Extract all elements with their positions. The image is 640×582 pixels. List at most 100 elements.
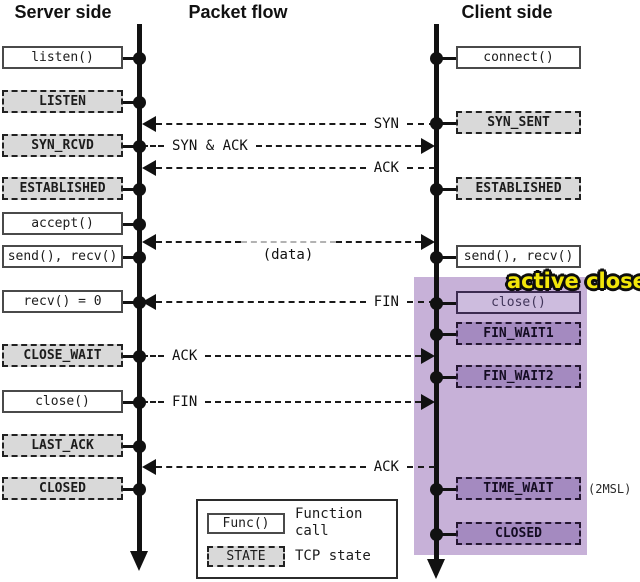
box-connector [120, 355, 140, 358]
timeline-node-dot [133, 439, 146, 453]
server-state-syn-rcvd: SYN_RCVD [2, 134, 123, 157]
server-timeline [137, 24, 142, 552]
client-state-fin-wait2: FIN_WAIT2 [456, 365, 581, 388]
legend: Func() Function call STATE TCP state [196, 499, 398, 579]
packet-arrow-ack-2: ACK [142, 160, 435, 176]
timeline-node-dot [133, 95, 146, 109]
server-func-close: close() [2, 390, 123, 413]
legend-state-sample-box: STATE [207, 546, 285, 567]
packet-label: FIN [373, 294, 399, 310]
timeline-node-dot [133, 482, 146, 496]
timeline-node-dot [133, 295, 146, 309]
timeline-node-dot [133, 139, 146, 153]
box-connector [439, 533, 459, 536]
dash-segment [156, 241, 241, 243]
client-state-fin-wait1: FIN_WAIT1 [456, 322, 581, 345]
dash-segment-faded [241, 241, 336, 243]
client-func-send-recv: send(), recv() [456, 245, 581, 268]
box-connector [120, 488, 140, 491]
box-connector [439, 333, 459, 336]
client-func-close: close() [456, 291, 581, 314]
dash-segment [336, 241, 421, 243]
box-connector [439, 188, 459, 191]
client-state-closed: CLOSED [456, 522, 581, 545]
packet-label: ACK [373, 459, 399, 475]
timeline-node-dot [133, 51, 146, 65]
server-state-last-ack: LAST_ACK [2, 434, 123, 457]
timeline-node-dot [430, 116, 443, 130]
data-packet-label: (data) [262, 247, 314, 263]
timeline-node-dot [430, 250, 443, 264]
box-connector [439, 256, 459, 259]
dash-segment [407, 466, 435, 468]
server-state-listen: LISTEN [2, 90, 123, 113]
server-func-accept: accept() [2, 212, 123, 235]
dash-segment [205, 355, 421, 357]
client-state-established: ESTABLISHED [456, 177, 581, 200]
timeline-node-dot [430, 527, 443, 541]
timeline-node-dot [430, 327, 443, 341]
legend-function-sample-box: Func() [207, 513, 285, 534]
dash-segment [407, 123, 435, 125]
server-column-title: Server side [14, 2, 112, 22]
packet-label: SYN [373, 116, 399, 132]
packet-arrow-fin-6: FIN [142, 394, 435, 410]
box-connector [120, 445, 140, 448]
timeline-node-dot [430, 51, 443, 65]
packet-arrow-ack-7: ACK [142, 459, 435, 475]
client-state-time-wait: TIME_WAIT [456, 477, 581, 500]
timeline-node-dot [430, 182, 443, 196]
packet-flow-column-title: Packet flow [188, 2, 288, 22]
timeline-node-dot [133, 395, 146, 409]
client-timeline [434, 24, 439, 560]
dash-segment [156, 167, 366, 169]
arrowhead-left-icon [142, 116, 156, 132]
active-close-highlight-region [414, 277, 587, 555]
packet-arrow-data-3 [142, 234, 435, 250]
box-connector [120, 101, 140, 104]
box-connector [439, 488, 459, 491]
arrowhead-right-icon [421, 348, 435, 364]
box-connector [439, 376, 459, 379]
dash-segment [156, 301, 366, 303]
client-column-title: Client side [461, 2, 553, 22]
packet-label: FIN [172, 394, 198, 410]
timeline-node-dot [133, 349, 146, 363]
packet-arrow-syn-ack-1: SYN & ACK [142, 138, 435, 154]
box-connector [439, 57, 459, 60]
box-connector [120, 256, 140, 259]
arrowhead-right-icon [421, 138, 435, 154]
packet-arrow-ack-5: ACK [142, 348, 435, 364]
dash-segment [142, 145, 164, 147]
arrowhead-left-icon [142, 294, 156, 310]
dash-segment [142, 355, 164, 357]
packet-label: ACK [172, 348, 198, 364]
msl-duration-note: (2MSL) [588, 482, 632, 496]
packet-label: SYN & ACK [172, 138, 248, 154]
dash-segment [407, 167, 435, 169]
server-func-listen: listen() [2, 46, 123, 69]
box-connector [120, 301, 140, 304]
packet-arrow-syn-0: SYN [142, 116, 435, 132]
dash-segment [205, 401, 421, 403]
packet-arrow-fin-4: FIN [142, 294, 435, 310]
server-timeline-arrowhead-icon [130, 551, 148, 571]
box-connector [439, 302, 459, 305]
arrowhead-left-icon [142, 160, 156, 176]
server-state-closed: CLOSED [2, 477, 123, 500]
arrowhead-right-icon [421, 394, 435, 410]
client-timeline-arrowhead-icon [427, 559, 445, 579]
server-state-close-wait: CLOSE_WAIT [2, 344, 123, 367]
server-state-established: ESTABLISHED [2, 177, 123, 200]
box-connector [120, 145, 140, 148]
timeline-node-dot [430, 482, 443, 496]
box-connector [120, 57, 140, 60]
dash-segment [156, 466, 366, 468]
packet-label: ACK [373, 160, 399, 176]
server-func-recv-0: recv() = 0 [2, 290, 123, 313]
box-connector [120, 223, 140, 226]
dash-segment [255, 145, 421, 147]
server-func-send-recv: send(), recv() [2, 245, 123, 268]
box-connector [120, 401, 140, 404]
